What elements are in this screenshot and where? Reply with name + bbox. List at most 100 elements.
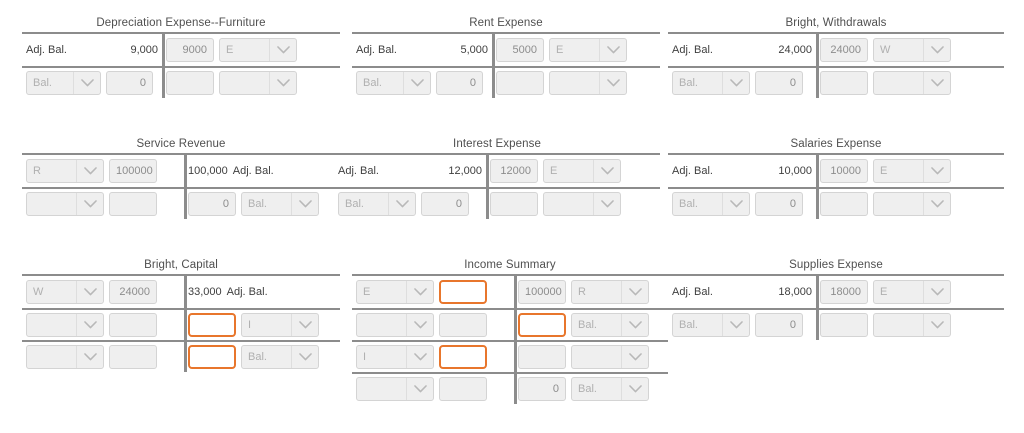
- account-select[interactable]: R: [26, 159, 104, 183]
- chevron-down-icon[interactable]: [76, 193, 103, 215]
- account-select[interactable]: [356, 377, 434, 401]
- account-select[interactable]: [543, 192, 621, 216]
- account-select[interactable]: Bal.: [672, 71, 750, 95]
- account-select[interactable]: E: [549, 38, 627, 62]
- chevron-down-icon[interactable]: [722, 193, 749, 215]
- amount-input[interactable]: [820, 313, 868, 337]
- chevron-down-icon[interactable]: [923, 160, 950, 182]
- amount-input[interactable]: [820, 71, 868, 95]
- account-select[interactable]: [26, 192, 104, 216]
- chevron-down-icon[interactable]: [923, 72, 950, 94]
- amount-input[interactable]: 0: [188, 192, 236, 216]
- account-select[interactable]: W: [873, 38, 951, 62]
- amount-input[interactable]: [109, 345, 157, 369]
- chevron-down-icon[interactable]: [599, 72, 626, 94]
- account-select[interactable]: E: [543, 159, 621, 183]
- amount-input[interactable]: [820, 192, 868, 216]
- chevron-down-icon[interactable]: [76, 314, 103, 336]
- account-select[interactable]: Bal.: [26, 71, 102, 95]
- amount-input[interactable]: [439, 377, 487, 401]
- account-select[interactable]: Bal.: [571, 313, 649, 337]
- chevron-down-icon[interactable]: [73, 72, 100, 94]
- chevron-down-icon[interactable]: [923, 39, 950, 61]
- account-select[interactable]: [356, 313, 434, 337]
- account-select[interactable]: Bal.: [571, 377, 649, 401]
- chevron-down-icon[interactable]: [403, 72, 430, 94]
- account-select[interactable]: [549, 71, 627, 95]
- amount-input[interactable]: 0: [106, 71, 153, 95]
- amount-input[interactable]: [188, 345, 236, 369]
- amount-input[interactable]: [518, 345, 566, 369]
- chevron-down-icon[interactable]: [291, 193, 318, 215]
- chevron-down-icon[interactable]: [621, 378, 648, 400]
- account-select[interactable]: Bal.: [241, 192, 319, 216]
- chevron-down-icon[interactable]: [76, 346, 103, 368]
- amount-input[interactable]: 100000: [518, 280, 566, 304]
- amount-input[interactable]: [490, 192, 538, 216]
- amount-input[interactable]: 0: [755, 192, 803, 216]
- account-select[interactable]: E: [873, 280, 951, 304]
- chevron-down-icon[interactable]: [722, 72, 749, 94]
- amount-input[interactable]: 10000: [820, 159, 868, 183]
- account-select[interactable]: [219, 71, 297, 95]
- amount-input[interactable]: 24000: [109, 280, 157, 304]
- account-select[interactable]: [873, 71, 951, 95]
- amount-input[interactable]: 0: [436, 71, 483, 95]
- account-select[interactable]: [26, 313, 104, 337]
- chevron-down-icon[interactable]: [593, 160, 620, 182]
- chevron-down-icon[interactable]: [621, 281, 648, 303]
- amount-input[interactable]: 12000: [490, 159, 538, 183]
- chevron-down-icon[interactable]: [269, 39, 296, 61]
- account-select[interactable]: [571, 345, 649, 369]
- account-select[interactable]: Bal.: [356, 71, 432, 95]
- account-select[interactable]: W: [26, 280, 104, 304]
- amount-input[interactable]: 9000: [166, 38, 214, 62]
- amount-input[interactable]: 0: [755, 313, 803, 337]
- chevron-down-icon[interactable]: [621, 346, 648, 368]
- chevron-down-icon[interactable]: [291, 314, 318, 336]
- chevron-down-icon[interactable]: [923, 314, 950, 336]
- chevron-down-icon[interactable]: [406, 378, 433, 400]
- amount-input[interactable]: [166, 71, 214, 95]
- chevron-down-icon[interactable]: [291, 346, 318, 368]
- amount-input[interactable]: 24000: [820, 38, 868, 62]
- amount-input[interactable]: [439, 313, 487, 337]
- amount-input[interactable]: [439, 280, 487, 304]
- account-select[interactable]: E: [356, 280, 434, 304]
- account-select[interactable]: Bal.: [672, 313, 750, 337]
- chevron-down-icon[interactable]: [923, 281, 950, 303]
- amount-input[interactable]: 0: [755, 71, 803, 95]
- amount-input[interactable]: 5000: [496, 38, 544, 62]
- account-select[interactable]: Bal.: [672, 192, 750, 216]
- chevron-down-icon[interactable]: [76, 281, 103, 303]
- amount-input[interactable]: [496, 71, 544, 95]
- amount-input[interactable]: 100000: [109, 159, 157, 183]
- chevron-down-icon[interactable]: [621, 314, 648, 336]
- account-select[interactable]: Bal.: [338, 192, 416, 216]
- amount-input[interactable]: [109, 192, 157, 216]
- account-select[interactable]: E: [873, 159, 951, 183]
- amount-input[interactable]: 0: [518, 377, 566, 401]
- chevron-down-icon[interactable]: [76, 160, 103, 182]
- account-select[interactable]: E: [219, 38, 297, 62]
- amount-input[interactable]: [518, 313, 566, 337]
- account-select[interactable]: I: [356, 345, 434, 369]
- account-select[interactable]: I: [241, 313, 319, 337]
- account-select[interactable]: Bal.: [241, 345, 319, 369]
- account-select[interactable]: [26, 345, 104, 369]
- account-select[interactable]: [873, 192, 951, 216]
- account-select[interactable]: [873, 313, 951, 337]
- chevron-down-icon[interactable]: [406, 314, 433, 336]
- chevron-down-icon[interactable]: [593, 193, 620, 215]
- amount-input[interactable]: [109, 313, 157, 337]
- chevron-down-icon[interactable]: [406, 346, 433, 368]
- account-select[interactable]: R: [571, 280, 649, 304]
- chevron-down-icon[interactable]: [406, 281, 433, 303]
- chevron-down-icon[interactable]: [269, 72, 296, 94]
- chevron-down-icon[interactable]: [388, 193, 415, 215]
- amount-input[interactable]: [188, 313, 236, 337]
- amount-input[interactable]: 18000: [820, 280, 868, 304]
- chevron-down-icon[interactable]: [923, 193, 950, 215]
- chevron-down-icon[interactable]: [722, 314, 749, 336]
- amount-input[interactable]: [439, 345, 487, 369]
